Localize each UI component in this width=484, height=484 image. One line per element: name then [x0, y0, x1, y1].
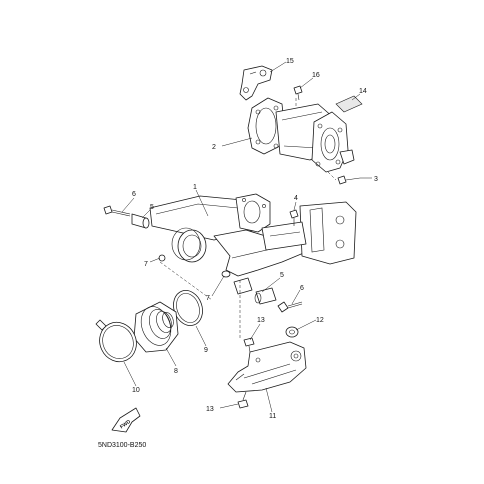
callout-7-mid: 7 — [206, 295, 210, 302]
fwd-label: FWD — [119, 419, 132, 431]
callout-6-right: 6 — [300, 285, 304, 292]
part-1-swing-arm — [149, 193, 357, 277]
callout-numbers: 15 16 14 2 3 1 4 6 5 7 7 5 6 8 9 10 12 1… — [132, 58, 378, 420]
part-15-bracket — [239, 65, 273, 101]
part-12-washer — [285, 326, 299, 338]
part-3-bolt — [337, 175, 361, 185]
callout-10: 10 — [132, 387, 140, 394]
part-7-washer-mid — [221, 270, 231, 278]
part-5-bushing-left — [131, 213, 150, 229]
callout-13-upper: 13 — [257, 317, 265, 324]
part-13-bolt-upper — [243, 337, 255, 353]
callout-15: 15 — [286, 58, 294, 65]
callout-11: 11 — [269, 413, 276, 420]
callout-7-left: 7 — [144, 261, 148, 268]
callout-8: 8 — [174, 368, 178, 375]
fwd-arrow-icon: FWD — [111, 407, 141, 433]
part-5-bushing-right — [233, 277, 277, 305]
part-13-bolt-lower — [237, 391, 249, 409]
callout-12: 12 — [316, 317, 324, 324]
diagram-code: 5ND3100-B250 — [98, 442, 146, 449]
part-6-bolt-right — [277, 301, 303, 313]
part-16-bolt — [293, 85, 303, 101]
callout-9: 9 — [204, 347, 208, 354]
callout-5-left: 5 — [150, 204, 154, 211]
part-14-label — [335, 95, 363, 113]
part-2-axle-housing — [247, 97, 355, 173]
callout-14: 14 — [359, 88, 367, 95]
callout-16: 16 — [312, 72, 320, 79]
part-8-boot — [133, 301, 179, 353]
callout-4: 4 — [294, 195, 298, 202]
callout-5-right: 5 — [280, 272, 284, 279]
leader-lines — [121, 61, 372, 413]
callout-13-lower: 13 — [206, 406, 214, 413]
callout-1: 1 — [193, 184, 197, 191]
part-4-bolt — [289, 209, 299, 226]
callout-6-left: 6 — [132, 191, 136, 198]
part-6-bolt-left — [103, 205, 131, 217]
part-11-guard-plate — [227, 341, 307, 393]
part-7-screw-left — [158, 254, 166, 262]
callout-2: 2 — [212, 144, 216, 151]
callout-3: 3 — [374, 176, 378, 183]
part-10-band-clamp — [95, 319, 137, 363]
